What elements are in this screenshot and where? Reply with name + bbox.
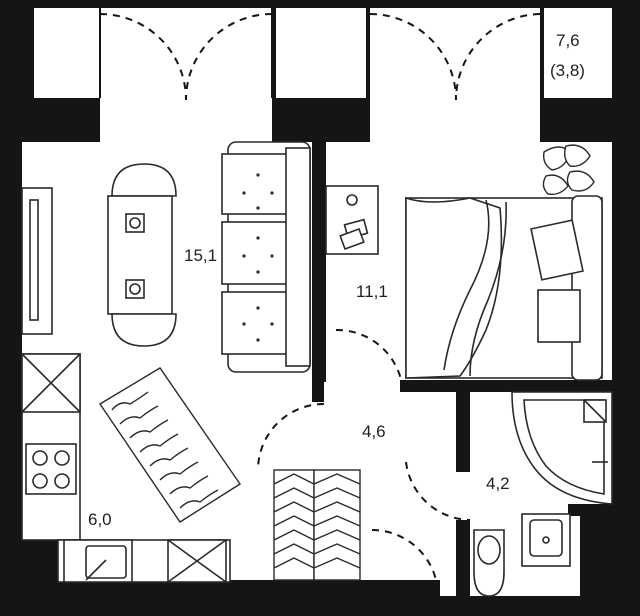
interior-doors (257, 328, 471, 597)
kitchen-furniture (21, 353, 231, 583)
balcony-area-label: 7,6 (556, 31, 580, 50)
stove (25, 443, 77, 495)
bedroom-area-label: 11,1 (356, 282, 388, 301)
wardrobe (273, 469, 361, 581)
plant (542, 144, 595, 196)
balcony-secondary-area-label: (3,8) (550, 61, 585, 80)
dining-chair-top (111, 163, 177, 197)
bedroom-furniture (325, 185, 603, 381)
balcony (34, 8, 612, 98)
kitchen-area-label: 6,0 (88, 510, 112, 529)
bathroom-area-label: 4,2 (486, 474, 510, 493)
living-room-area-label: 15,1 (184, 246, 218, 265)
balcony-frames (99, 8, 273, 98)
balcony-doors (99, 13, 541, 101)
hallway-area-label: 4,6 (362, 422, 386, 441)
rug (99, 367, 241, 523)
bathroom-furniture (473, 391, 613, 597)
dining-chair-bottom (111, 313, 177, 347)
sofa-buttons (242, 173, 274, 342)
living-furniture (21, 141, 311, 373)
